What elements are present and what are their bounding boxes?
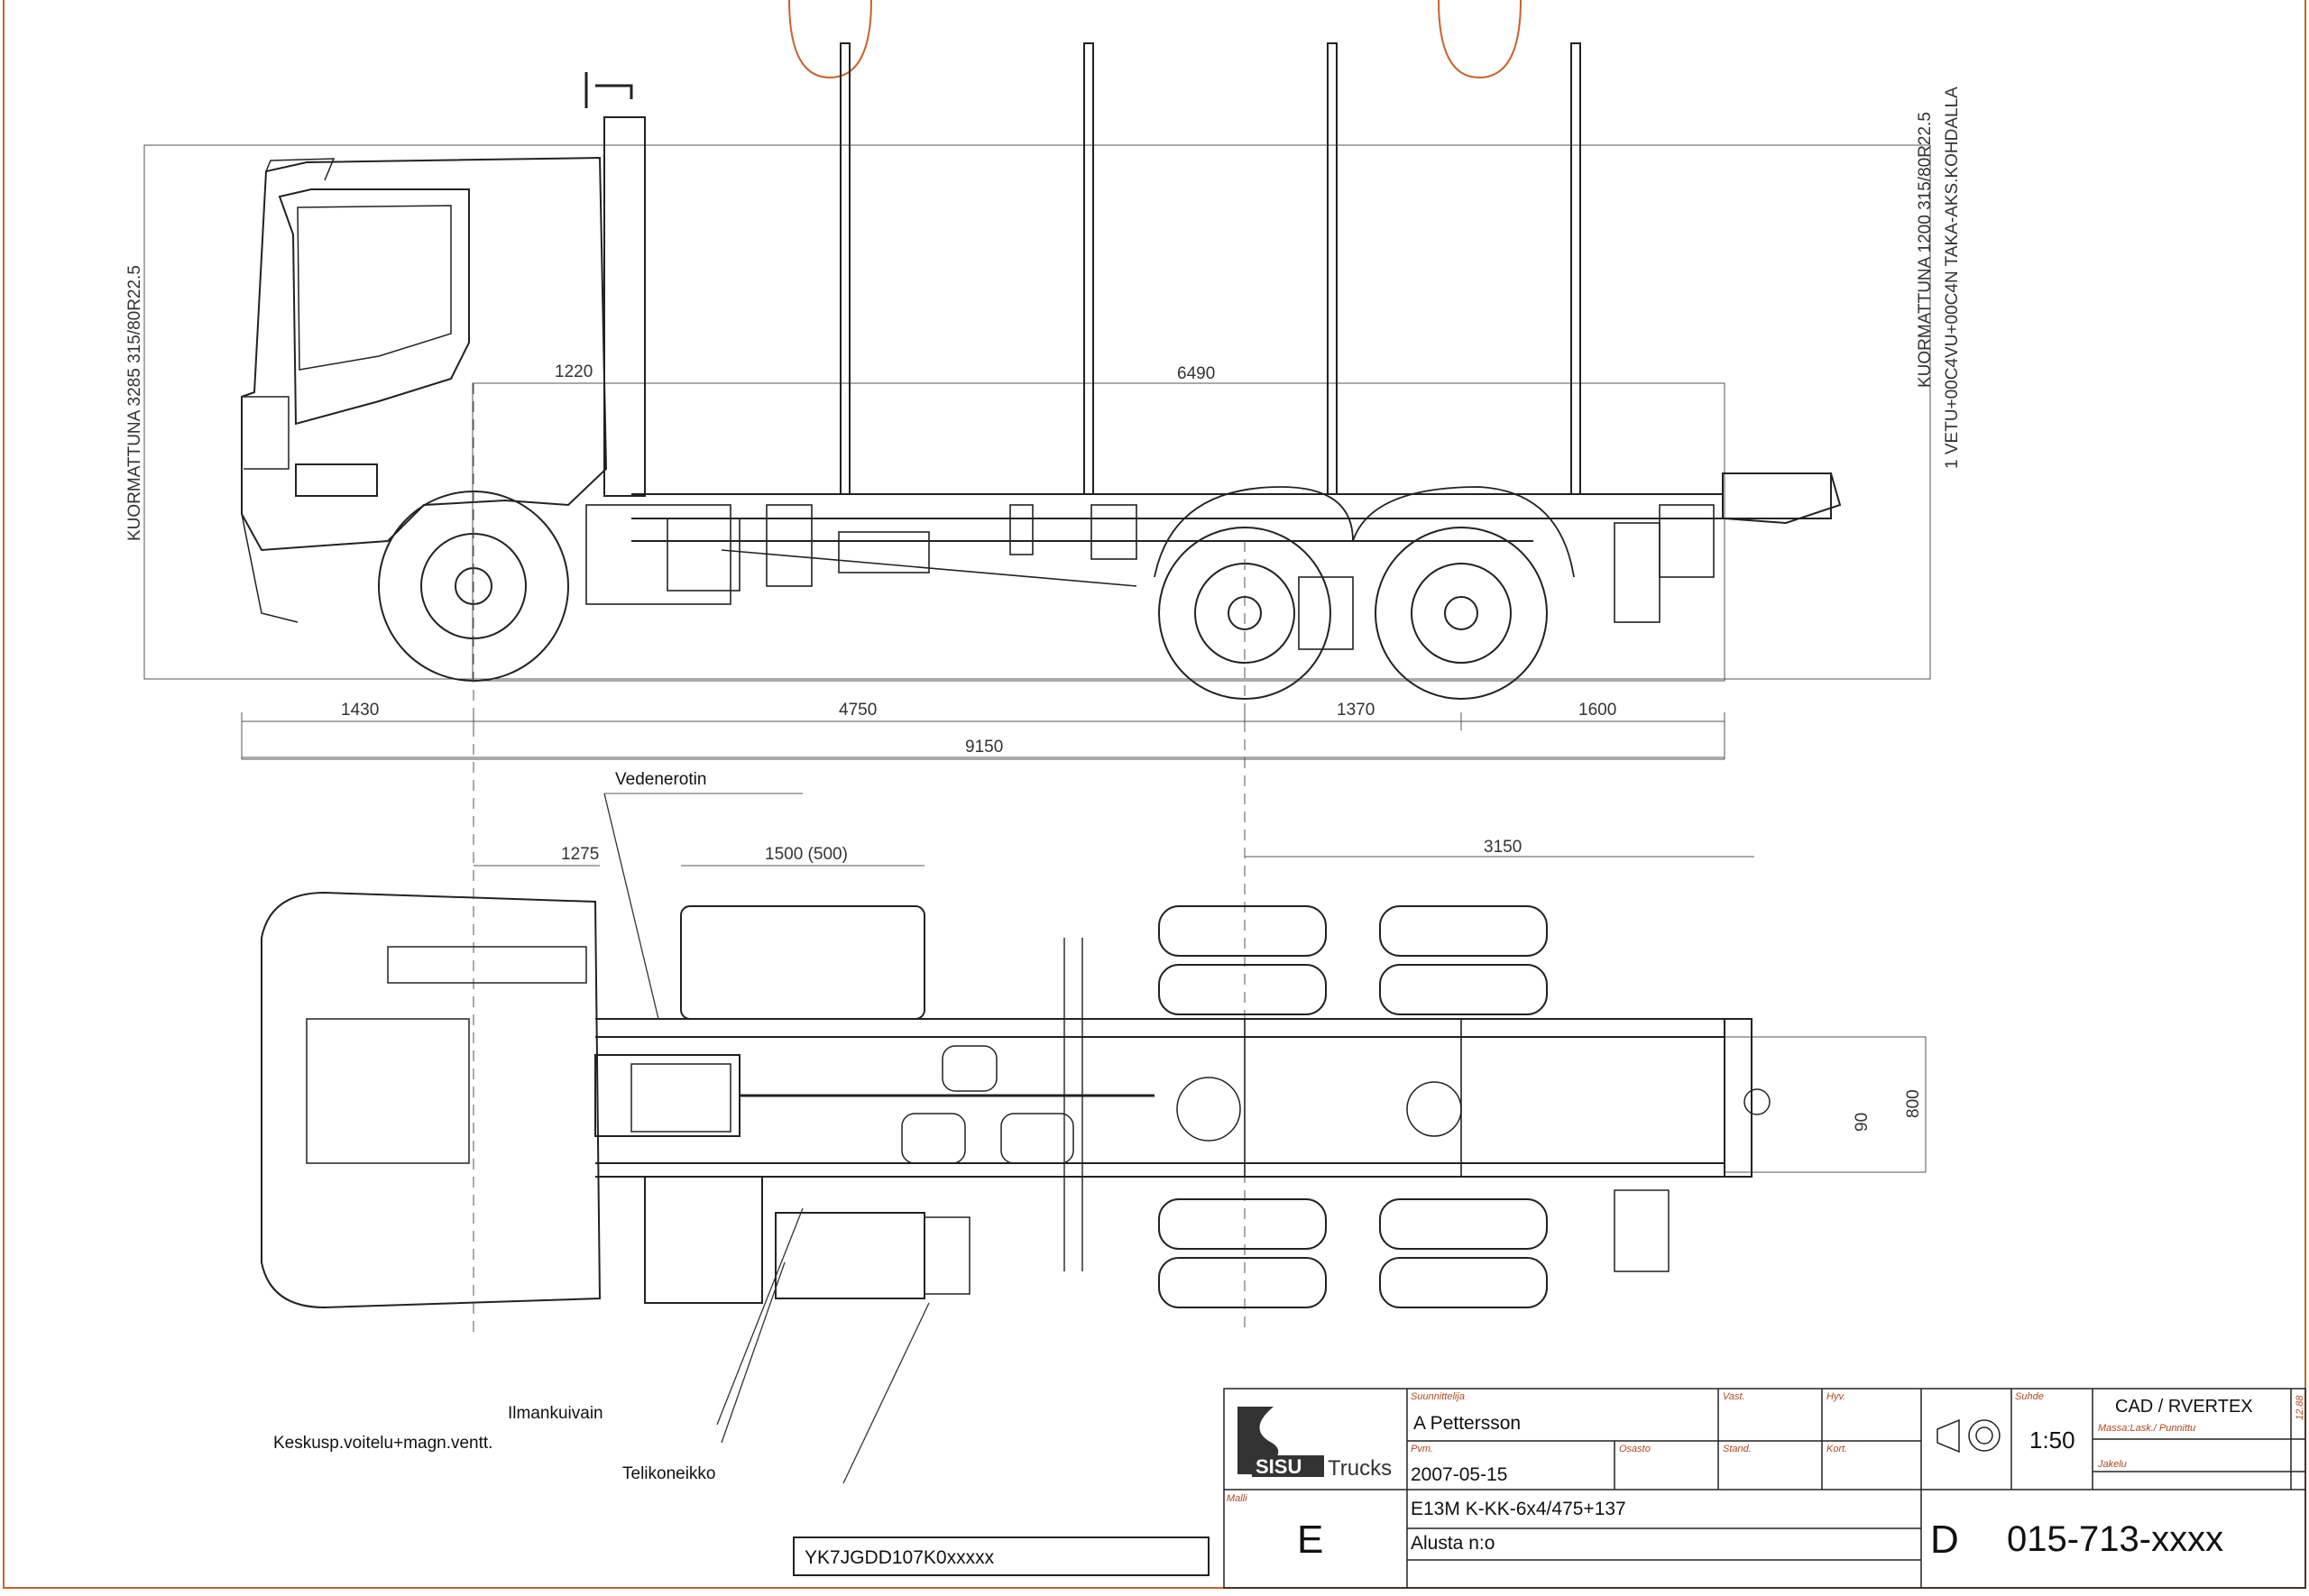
dim-4750: 4750 [839, 701, 877, 720]
dim-6490: 6490 [1177, 364, 1215, 383]
sheet-frame [3, 0, 2306, 1589]
dim-90: 90 [1853, 1113, 1872, 1132]
hyv-label: Hyv. [1826, 1391, 1845, 1402]
frame-top [595, 1018, 1752, 1178]
fuel-tank [680, 905, 925, 1020]
pvm-value: 2007-05-15 [1411, 1464, 1507, 1485]
dim-1430: 1430 [341, 701, 379, 720]
cab-top [261, 891, 602, 1309]
cab [241, 72, 646, 623]
stakes [840, 42, 1581, 495]
dim-1500: 1500 (500) [765, 845, 848, 864]
left-load-note: KUORMATTUNA 3285 315/80R22.5 [125, 265, 144, 541]
vast-label: Vast. [1723, 1391, 1745, 1402]
rear-wheel-2 [1375, 527, 1548, 700]
telikoneikko-box [775, 1212, 925, 1299]
projection-symbol-icon [1936, 1418, 2001, 1454]
engine-top [594, 1054, 741, 1137]
pvm-label: Pvm. [1411, 1444, 1433, 1454]
top-dimension-labels: 1275 1500 (500) 3150 90 800 Vedenerotin … [273, 770, 1923, 1483]
dim-1220: 1220 [555, 362, 593, 381]
massa-label: Massa:Lask./ Punnittu [2098, 1423, 2195, 1434]
title-block-text: Malli E Suunnittelija A Pettersson Vast.… [1227, 1391, 2305, 1562]
driveline [585, 504, 1715, 650]
suunnittelija-label: Suunnittelija [1411, 1391, 1465, 1402]
scale-value: 1:50 [2029, 1426, 2075, 1454]
stand-label: Stand. [1723, 1444, 1752, 1454]
drawing-number: 015-713-xxxx [2007, 1519, 2223, 1559]
edge-note: 12.88 [2295, 1395, 2305, 1420]
dim-1370: 1370 [1337, 701, 1375, 720]
side-bottom-dims [241, 712, 1725, 760]
alusta-label: Alusta n:o [1411, 1533, 1495, 1554]
malli-value: E [1297, 1518, 1323, 1562]
osasto-label: Osasto [1619, 1444, 1651, 1454]
stake-holder [1063, 938, 1083, 1271]
dim-3150: 3150 [1484, 838, 1522, 857]
chassis-rail [631, 472, 1842, 542]
label-telikoneikko: Telikoneikko [622, 1464, 716, 1483]
title-block [1223, 1388, 2306, 1589]
side-view [143, 42, 1931, 1335]
dim-800: 800 [1904, 1089, 1923, 1118]
label-keskusp: Keskusp.voitelu+magn.ventt. [273, 1434, 492, 1453]
vin-box: YK7JGDD107K0xxxxx [793, 1536, 1210, 1576]
rear-tires-top [1158, 905, 1548, 1308]
right-load-note-1: KUORMATTUNA 1200 315/80R22.5 [1916, 112, 1935, 388]
kort-label: Kort. [1826, 1444, 1847, 1454]
logo-trucks: Trucks [1328, 1456, 1392, 1481]
logo-sisu: SISU [1256, 1455, 1302, 1478]
right-load-note-2: 1 VETU+00C4VU+00C4N TAKA-AKS.KOHDALLA [1943, 87, 1962, 469]
cad-label: CAD / RVERTEX [2115, 1397, 2253, 1417]
vin-text: YK7JGDD107K0xxxxx [805, 1547, 995, 1568]
sheet-size: D [1930, 1518, 1959, 1562]
suunnittelija-value: A Pettersson [1413, 1413, 1521, 1434]
model-code: E13M K-KK-6x4/475+137 [1411, 1499, 1626, 1519]
sisu-logo: SISU Trucks [1234, 1396, 1396, 1481]
side-dimension-labels: 1220 6490 1430 4750 1370 1600 9150 KUORM… [125, 87, 1962, 757]
leader-lines [603, 793, 930, 1484]
jakelu-label: Jakelu [2097, 1459, 2127, 1470]
top-view [261, 793, 1927, 1484]
side-overall-box [143, 144, 1931, 680]
label-ilmankuivain: Ilmankuivain [508, 1404, 603, 1423]
dim-9150: 9150 [965, 738, 1003, 757]
top-dim-lines [474, 793, 1927, 1173]
malli-label: Malli [1227, 1493, 1247, 1504]
dim-1600: 1600 [1578, 701, 1616, 720]
dim-1275: 1275 [561, 845, 599, 864]
label-vedenerotin: Vedenerotin [615, 770, 706, 789]
suhde-label: Suhde [2015, 1391, 2044, 1402]
battery-box [644, 1176, 763, 1304]
side-body-box [472, 382, 1725, 682]
